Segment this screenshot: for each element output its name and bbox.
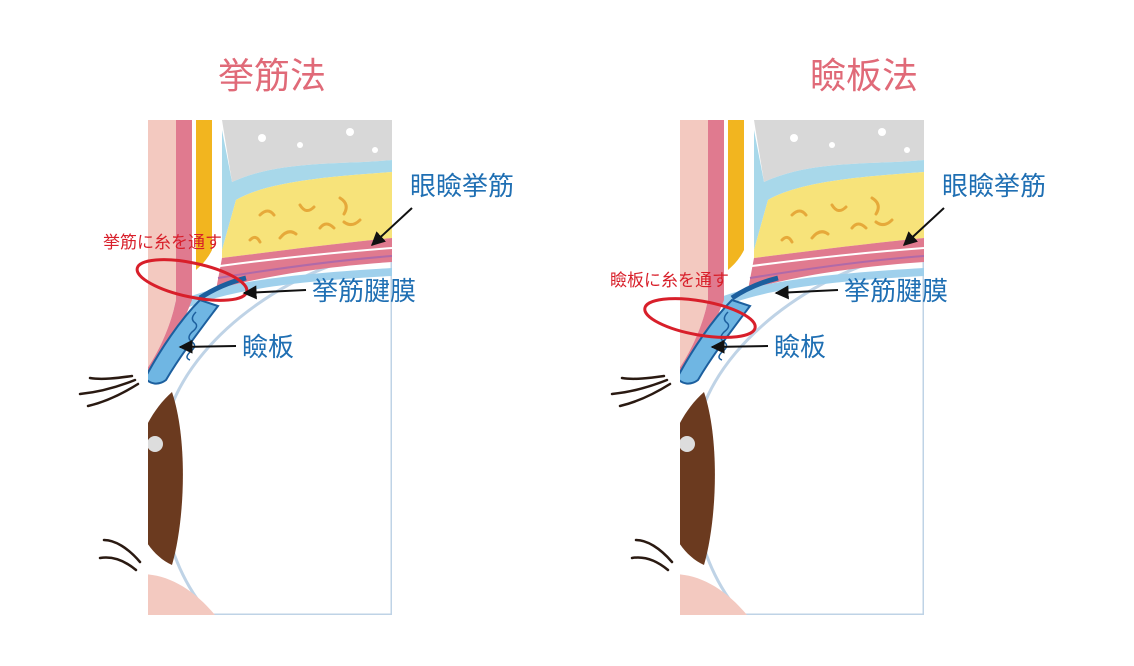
eyelid-skin [148,120,176,368]
muscle-stripe [219,247,392,267]
bone-pore [829,142,835,148]
muscle-stripe [751,247,924,267]
bone-pore [372,147,378,153]
fat-pattern [780,196,894,244]
bone-pore [790,134,798,142]
arrow-aponeurosis [242,285,307,300]
aponeurosis-dark [730,275,779,301]
iris [148,392,183,565]
bone-pore [258,134,266,142]
orbicularis-muscle [148,120,192,380]
thread-note: 挙筋に糸を通す [103,233,222,253]
orbicularis-muscle [680,120,724,380]
eyelid-cross-section [680,120,924,615]
lower-eyelid [148,574,215,615]
label-levator-muscle: 眼瞼挙筋 [942,172,1046,202]
arrow-levator-muscle [902,207,945,246]
muscle-stripe [749,255,924,279]
panel-title: 挙筋法 [218,56,326,97]
label-aponeurosis: 挙筋腱膜 [844,277,948,307]
label-aponeurosis: 挙筋腱膜 [312,277,416,307]
arrow-tarsus [710,339,769,354]
upper-eyelash [610,374,672,408]
eyelid-cross-section [148,120,392,615]
label-tarsus: 瞼板 [242,333,294,363]
iris-highlight [148,436,163,452]
arrow-levator-muscle [370,207,413,246]
levator-aponeurosis [170,268,392,312]
label-tarsus: 瞼板 [774,333,826,363]
lower-eyelash [98,538,142,572]
yellow-band [196,120,212,270]
fat-pad [222,172,392,258]
arrow-aponeurosis [774,285,839,300]
lower-eyelash [630,538,674,572]
septum-layer [754,130,924,250]
upper-eyelash [78,374,140,408]
panel-title: 瞼板法 [810,56,918,97]
levator-aponeurosis [702,268,924,312]
panel-tarsal-method: 瞼板法 瞼板に糸を通す [610,56,1046,615]
thread-note: 瞼板に糸を通す [610,270,729,291]
iris-highlight [680,436,695,452]
fat-pattern [248,196,362,244]
bone-pore [346,128,354,136]
septum-layer [222,130,392,250]
aponeurosis-dark [198,275,247,301]
fat-pad [754,172,924,258]
bone-pore [878,128,886,136]
label-levator-muscle: 眼瞼挙筋 [410,172,514,202]
yellow-band [728,120,744,270]
panel-levator-method: 挙筋法 [78,56,514,615]
lower-eyelid [680,574,747,615]
eyelid-skin [680,120,708,368]
arrow-tarsus [178,339,237,354]
bone-pore [297,142,303,148]
bone-pore [904,147,910,153]
muscle-stripe [217,255,392,279]
iris [680,392,715,565]
suture-loop [643,297,757,339]
